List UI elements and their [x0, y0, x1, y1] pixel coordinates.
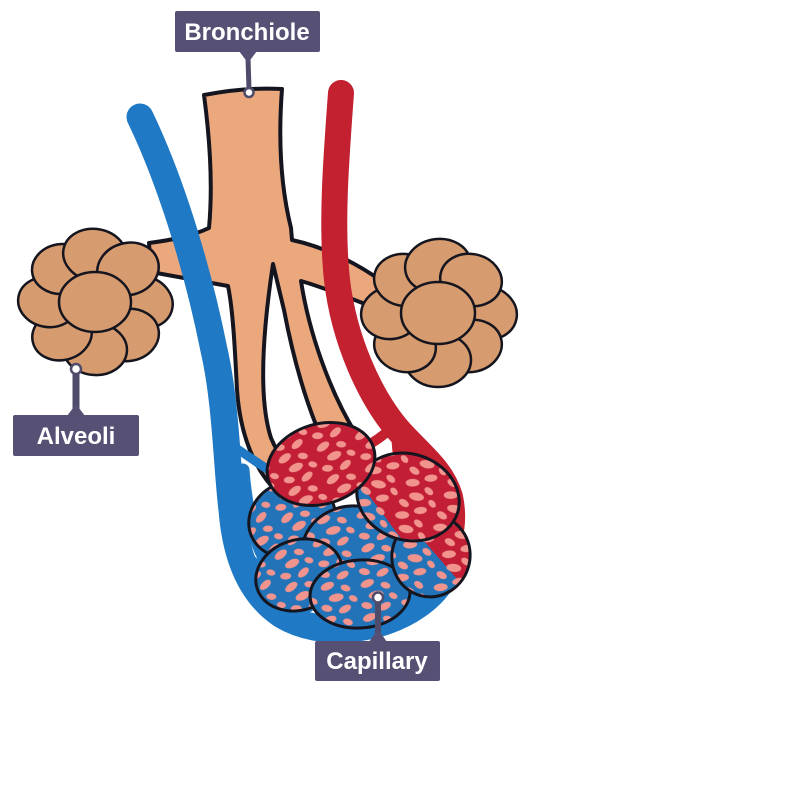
bronchiole-label: Bronchiole — [175, 11, 320, 99]
alveoli-cluster-right — [359, 237, 519, 389]
capillary-alveolus — [308, 558, 412, 630]
capillary-cluster — [247, 421, 472, 630]
capillary-label: Capillary — [315, 591, 440, 681]
alveolus — [57, 270, 133, 334]
alveoli-label-box — [13, 415, 139, 456]
alveoli-label-tail — [67, 404, 85, 416]
alveoli-cluster-left — [16, 227, 174, 377]
vein-main — [126, 103, 458, 643]
capillary-label-text: Capillary — [326, 648, 428, 675]
capillary-alveolus — [265, 421, 377, 507]
capillary-alveolus — [355, 451, 461, 543]
alveolus — [399, 280, 477, 346]
alveoli-pointer-dot — [69, 362, 83, 376]
capillary-label-box — [315, 641, 440, 681]
alveoli-label-text: Alveoli — [37, 423, 116, 450]
bronchiole-pointer-line — [245, 57, 252, 90]
capillary-label-tail — [369, 629, 387, 642]
capillary-pointer-dot — [371, 591, 385, 604]
bronchiole-label-tail — [239, 51, 257, 63]
bronchiole-pointer-dot — [243, 86, 255, 99]
alveoli-label: Alveoli — [13, 362, 139, 456]
bronchiole-label-text: Bronchiole — [184, 19, 309, 46]
bronchiole-shape — [147, 86, 394, 496]
bronchiole-tube — [147, 86, 394, 496]
bronchiole-label-box — [175, 11, 320, 52]
